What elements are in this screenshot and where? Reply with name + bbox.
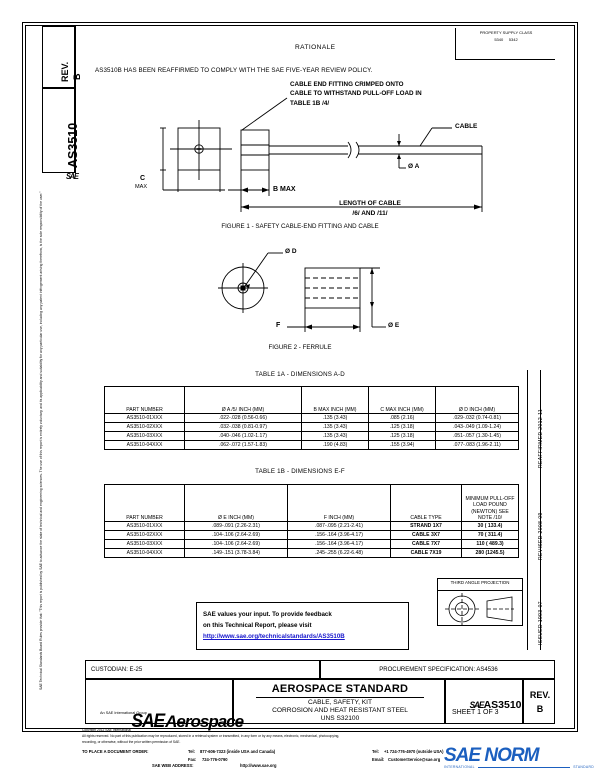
subtitle-line2: CORROSION AND HEAT RESISTANT STEEL bbox=[272, 707, 408, 714]
footer-web-value: http://www.sae.org bbox=[240, 763, 277, 768]
table1b: PART NUMBER Ø E INCH (MM) F INCH (MM) CA… bbox=[104, 484, 519, 558]
figure1-caption: FIGURE 1 - SAFETY CABLE-END FITTING AND … bbox=[221, 223, 379, 230]
footer-tel-usa: 877-606-7323 (inside USA and Canada) bbox=[200, 749, 276, 754]
figure1-label-c-max: MAX bbox=[135, 184, 148, 190]
table1b-header-row: PART NUMBER Ø E INCH (MM) F INCH (MM) CA… bbox=[104, 484, 519, 522]
table-cell: 280 (1245.5) bbox=[461, 548, 519, 558]
figure2-label-dia-d: Ø D bbox=[285, 248, 297, 255]
footer-order-label: TO PLACE A DOCUMENT ORDER: bbox=[82, 749, 149, 754]
header-box-bottom-rule bbox=[455, 59, 555, 60]
feedback-box: SAE values your input. To provide feedba… bbox=[196, 602, 409, 650]
sae-norm-watermark: SAE NORM INTERNATIONAL STANDARD bbox=[444, 746, 594, 772]
table-row: AS3510-04XXX.062-.072 (1.57-1.83).190 (4… bbox=[104, 440, 519, 450]
footer-tel-outside: +1 724-776-4970 (outside USA) bbox=[384, 749, 444, 754]
custodian-text: CUSTODIAN: E-25 bbox=[91, 667, 143, 673]
watermark-main: SAE NORM bbox=[444, 745, 539, 766]
rationale-heading: RATIONALE bbox=[295, 44, 336, 51]
table1b-col-pull-off: MINIMUM PULL-OFF LOAD POUND (NEWTON) SEE… bbox=[461, 484, 519, 522]
footer-rights-2: recording, or otherwise, without the pri… bbox=[82, 740, 181, 744]
rev-value: B bbox=[536, 704, 544, 714]
table1a-col-c: C MAX INCH (MM) bbox=[368, 386, 436, 414]
revision-rule-left bbox=[527, 370, 528, 650]
sae-logo-cell: SAEAerospace An SAE International Group bbox=[85, 679, 244, 732]
feedback-line2: on this Technical Report, please visit bbox=[203, 622, 312, 629]
feedback-link[interactable]: http://www.sae.org/technicalstandards/AS… bbox=[203, 633, 345, 640]
revision-rule-right bbox=[540, 370, 541, 650]
subtitle-line3: UNS S32100 bbox=[320, 715, 360, 722]
footer-fax-label: Fax: bbox=[188, 757, 197, 762]
table1a-header-row: PART NUMBER Ø A /5/ INCH (MM) B MAX INCH… bbox=[104, 386, 519, 414]
footer-fax-value: 724-776-0790 bbox=[202, 757, 228, 762]
table1b-col-f: F INCH (MM) bbox=[287, 484, 391, 522]
procurement-cell: PROCUREMENT SPECIFICATION: AS4536 bbox=[320, 660, 555, 679]
table1a-caption: TABLE 1A - DIMENSIONS A-D bbox=[255, 371, 345, 378]
table1b-caption: TABLE 1B - DIMENSIONS E-F bbox=[255, 468, 345, 475]
projection-symbol bbox=[445, 593, 514, 625]
table1a-col-part: PART NUMBER bbox=[104, 386, 185, 414]
figure1-label-dia-a: Ø A bbox=[408, 163, 420, 170]
sheet-text: SHEET 1 OF 3 bbox=[452, 709, 499, 716]
header-box-left-rule bbox=[455, 28, 456, 60]
standard-title-cell: AEROSPACE STANDARD CABLE, SAFETY, KIT CO… bbox=[233, 679, 445, 724]
footer-web-label: SAE WEB ADDRESS: bbox=[152, 763, 194, 768]
watermark-rule bbox=[477, 766, 571, 768]
figure2-drawing bbox=[218, 252, 386, 332]
figure2-label-dia-e: Ø E bbox=[388, 322, 400, 329]
rev-cell: REV. B bbox=[523, 679, 555, 724]
watermark-sub-right: STANDARD bbox=[573, 765, 594, 769]
footer-email-label: Email: bbox=[372, 757, 385, 762]
subtitle-line1: CABLE, SAFETY, KIT bbox=[307, 699, 372, 706]
title-underline bbox=[256, 697, 424, 698]
figure1-label-length1: LENGTH OF CABLE bbox=[339, 200, 401, 207]
revision-issued: ISSUED 1993-07 bbox=[538, 601, 544, 645]
table1a-col-b: B MAX INCH (MM) bbox=[301, 386, 369, 414]
procurement-text: PROCUREMENT SPECIFICATION: AS4536 bbox=[379, 667, 498, 673]
third-angle-projection-box bbox=[437, 578, 523, 626]
table1a: PART NUMBER Ø A /5/ INCH (MM) B MAX INCH… bbox=[104, 386, 519, 450]
figure2-caption: FIGURE 2 - FERRULE bbox=[268, 344, 332, 351]
rev-tab-box bbox=[42, 26, 75, 88]
footer-copyright: Copyright 2012 SAE International bbox=[82, 728, 131, 732]
doc-sae-mark: SAE bbox=[469, 700, 484, 711]
rev-label: REV. bbox=[529, 690, 551, 700]
standard-title: AEROSPACE STANDARD bbox=[271, 683, 409, 695]
table1b-col-dia-e: Ø E INCH (MM) bbox=[184, 484, 288, 522]
footer-tel-outside-label: Tel: bbox=[372, 749, 379, 754]
projection-label: THIRD ANGLE PROJECTION bbox=[450, 580, 510, 585]
feedback-line1: SAE values your input. To provide feedba… bbox=[203, 611, 332, 618]
figure1-label-b-max: B MAX bbox=[273, 186, 296, 193]
sae-logo-aerospace: Aerospace bbox=[165, 712, 244, 732]
spec-tab-box bbox=[42, 88, 75, 173]
footer-tel-label: Tel: bbox=[188, 749, 195, 754]
figure1-label-c: C bbox=[140, 175, 146, 182]
table-row: AS3510-02XXX.104-.106 (2.64-2.69).156-.1… bbox=[104, 530, 519, 540]
table-cell: .077-.083 (1.96-2.11) bbox=[435, 440, 519, 450]
figure1-label-length2: /6/ AND /11/ bbox=[352, 210, 388, 217]
spec-tab-sae-mark: SAE bbox=[66, 172, 79, 181]
page-border-outer bbox=[22, 22, 578, 732]
header-box-line1: PROPERTY SUPPLY CLASS bbox=[479, 30, 533, 35]
table-row: AS3510-04XXX.149-.151 (3.78-3.84).245-.2… bbox=[104, 548, 519, 558]
figure1-drawing bbox=[160, 97, 483, 212]
rationale-text: AS3510B HAS BEEN REAFFIRMED TO COMPLY WI… bbox=[95, 67, 373, 74]
footer-rights-1: All rights reserved. No part of this pub… bbox=[82, 734, 340, 738]
page-border-inner bbox=[25, 25, 575, 729]
revision-reaffirmed: REAFFIRMED 2012-11 bbox=[538, 408, 544, 468]
doc-number-cell: SAEAS3510 SHEET 1 OF 3 bbox=[445, 679, 523, 724]
sae-logo-mark: SAE bbox=[131, 711, 165, 733]
header-box-line2: 5340 5342 bbox=[494, 37, 518, 42]
projection-box-rule bbox=[437, 590, 523, 591]
footer-email-value: CustomerService@sae.org bbox=[388, 757, 441, 762]
figure2-label-f: F bbox=[276, 322, 281, 329]
tab-column-divider bbox=[75, 26, 76, 173]
sae-logo-sub: An SAE International Group bbox=[100, 711, 147, 715]
watermark-sub-left: INTERNATIONAL bbox=[444, 765, 475, 769]
doc-number: AS3510 bbox=[483, 699, 522, 712]
figure1-label-cable: CABLE bbox=[455, 123, 478, 130]
revision-revised: REVISED 2008-09 bbox=[538, 512, 544, 560]
custodian-cell: CUSTODIAN: E-25 bbox=[85, 660, 320, 679]
figure1-callout: CABLE END FITTING CRIMPED ONTO CABLE TO … bbox=[290, 81, 422, 107]
